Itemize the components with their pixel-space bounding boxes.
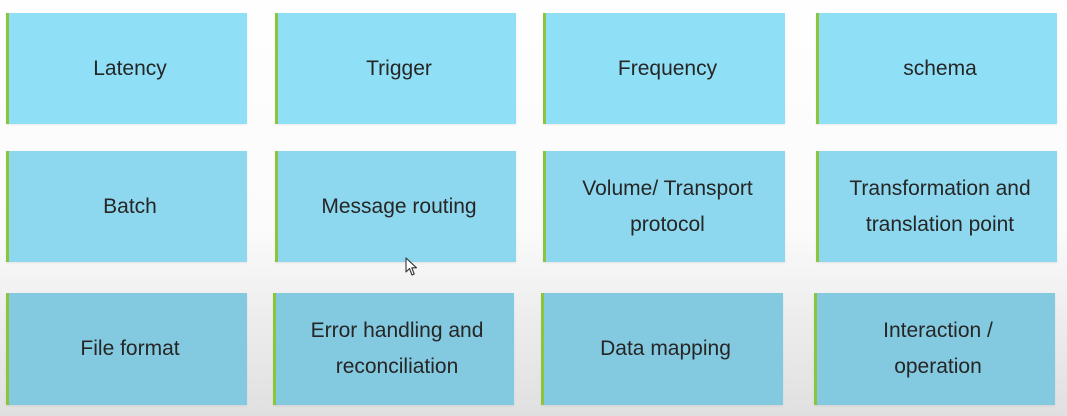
tile-batch: Batch (6, 151, 247, 262)
tile-label: Transformation and translation point (849, 176, 1031, 236)
tile-transformation-and-translation-point: Transformation and translation point (816, 151, 1057, 262)
tile-label: Message routing (321, 194, 477, 218)
tile-error-handling-and-reconciliation: Error handling and reconciliation (273, 293, 514, 405)
tile-label: Batch (103, 194, 157, 218)
tile-label: Trigger (366, 56, 432, 80)
tile-data-mapping: Data mapping (541, 293, 783, 405)
tile-label: Error handling and reconciliation (310, 319, 484, 378)
tile-label: Frequency (617, 56, 718, 80)
tile-schema: schema (816, 13, 1057, 124)
tile-label: Interaction / operation (883, 319, 993, 378)
tile-volume-transport-protocol: Volume/ Transport protocol (543, 151, 785, 262)
tile-trigger: Trigger (275, 13, 516, 124)
tile-interaction-operation: Interaction / operation (814, 293, 1055, 405)
tile-label: Data mapping (600, 337, 731, 360)
tile-label: schema (903, 56, 977, 80)
tile-file-format: File format (6, 293, 247, 405)
tile-label: Volume/ Transport protocol (582, 176, 753, 236)
tile-label: Latency (93, 56, 167, 80)
tile-label: File format (80, 337, 180, 360)
tile-message-routing: Message routing (275, 151, 516, 262)
tile-frequency: Frequency (543, 13, 785, 124)
tile-latency: Latency (6, 13, 247, 124)
